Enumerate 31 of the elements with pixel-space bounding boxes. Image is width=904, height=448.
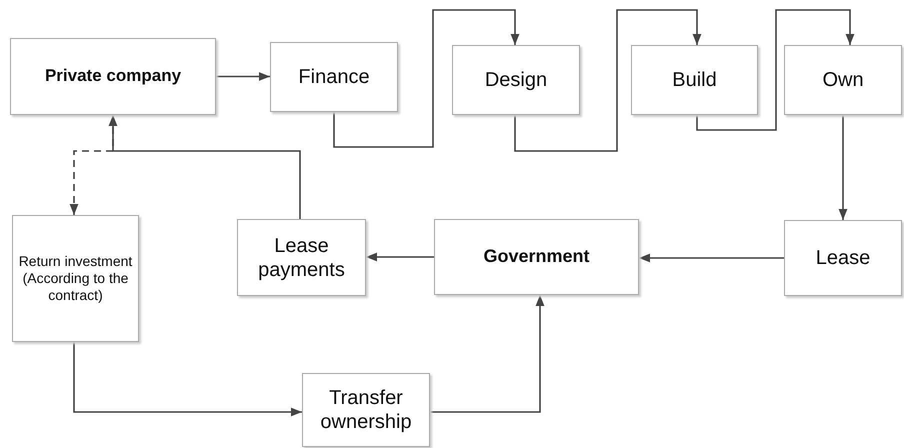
process-box: [237, 219, 366, 296]
box-label: Lease payments: [257, 234, 346, 282]
process-box: [784, 220, 902, 296]
box-label: Private company: [44, 66, 182, 87]
box-label: Return investment (According to the contract): [18, 253, 134, 304]
process-box: [784, 45, 902, 115]
box-label: Own: [821, 68, 865, 92]
arrow: [73, 342, 302, 416]
box-label: Build: [671, 68, 718, 92]
arrow: [838, 115, 848, 220]
arrow: [430, 295, 544, 413]
arrow: [696, 9, 854, 131]
process-box: [434, 219, 639, 295]
box-label: Government: [482, 246, 591, 268]
process-box: [302, 373, 430, 447]
box-label: Transfer ownership: [319, 386, 413, 434]
arrow: [366, 252, 434, 262]
arrow: [216, 72, 270, 81]
arrow: [639, 254, 784, 262]
box-label: Lease: [814, 246, 872, 270]
process-box: [631, 45, 758, 115]
box-label: Design: [484, 68, 548, 92]
process-box: [270, 42, 398, 112]
process-box: [12, 215, 139, 342]
arrow: [333, 9, 520, 148]
process-box: [10, 38, 216, 115]
dashed-arrow: [70, 115, 114, 215]
arrow: [108, 115, 301, 219]
arrow: [514, 9, 702, 152]
process-box: [452, 45, 580, 115]
box-label: Finance: [297, 65, 371, 89]
